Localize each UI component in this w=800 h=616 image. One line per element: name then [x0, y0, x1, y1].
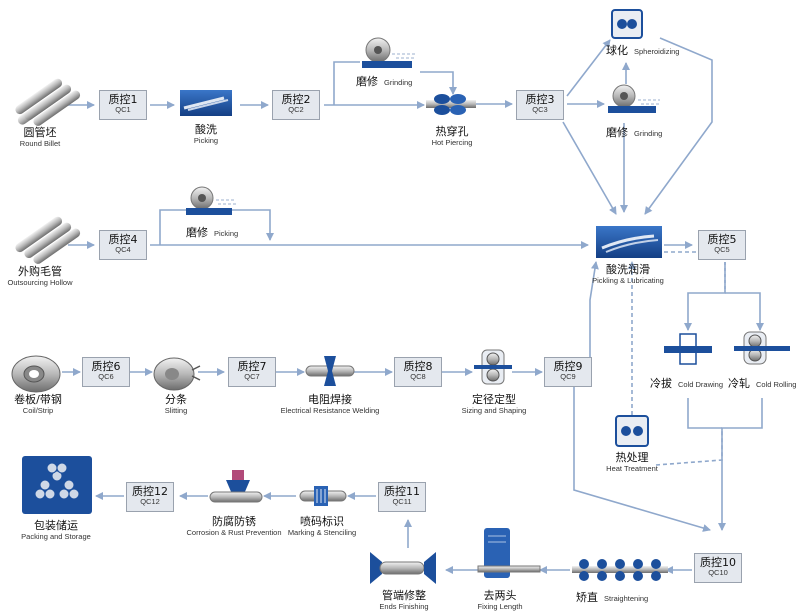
slitting-icon: [153, 357, 201, 391]
qc-label: 质控3: [525, 93, 555, 106]
qc-label: 质控9: [553, 360, 583, 373]
qc-label: 质控10: [700, 556, 736, 569]
qc-label: 质控4: [108, 233, 138, 246]
qc-label: 质控5: [707, 233, 737, 246]
qc-code: QC7: [244, 372, 260, 382]
spheroidizing-furnace-icon: [611, 9, 643, 39]
qc-code: QC12: [140, 497, 160, 507]
picking-tank-icon: [180, 90, 232, 116]
grinding-machine-icon: [186, 186, 238, 215]
qc-label: 质控11: [384, 485, 420, 498]
straightening-icon: [572, 559, 668, 581]
pickling-lubricating-tank-icon: [596, 226, 662, 258]
heat-treatment-furnace-icon: [615, 415, 649, 447]
hot-piercing-icon: [426, 94, 476, 115]
fixing-length-icon: [477, 528, 541, 578]
sizing-machine-icon: [474, 349, 512, 385]
qc-code: QC3: [532, 105, 548, 115]
ends-finishing-icon: [370, 552, 436, 584]
corrosion-prevention-icon: [209, 470, 263, 503]
cold-drawing-icon: [664, 333, 712, 365]
qc-code: QC2: [288, 105, 304, 115]
qc-code: QC6: [98, 372, 114, 382]
qc-code: QC1: [115, 105, 131, 115]
grinding-machine-icon: [362, 37, 416, 68]
marking-stenciling-icon: [299, 486, 347, 506]
welding-machine-icon: [305, 356, 355, 386]
qc-code: QC10: [708, 568, 728, 578]
qc-label: 质控2: [281, 93, 311, 106]
qc-label: 质控8: [403, 360, 433, 373]
qc-label: 质控12: [132, 485, 168, 498]
packing-bundle-icon: [22, 456, 92, 514]
round-billet-icon: [15, 78, 81, 126]
qc-code: QC4: [115, 245, 131, 255]
qc-label: 质控7: [237, 360, 267, 373]
qc-code: QC5: [714, 245, 730, 255]
coil-icon: [11, 355, 61, 393]
qc-label: 质控1: [108, 93, 138, 106]
grinding-machine-icon: [608, 84, 661, 113]
qc-label: 质控6: [91, 360, 121, 373]
outsourcing-hollow-icon: [15, 216, 81, 264]
cold-rolling-icon: [734, 331, 790, 365]
flow-arrows: [62, 37, 764, 574]
qc-code: QC11: [392, 497, 412, 507]
qc-code: QC9: [560, 372, 576, 382]
qc-code: QC8: [410, 372, 426, 382]
